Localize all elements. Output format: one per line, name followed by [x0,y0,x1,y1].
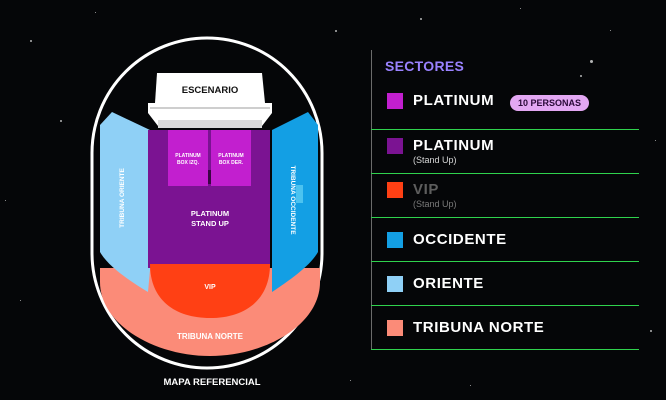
legend-item-label: ORIENTE [413,275,484,292]
legend-item-oriente[interactable]: ORIENTE [371,262,639,306]
star [590,60,593,63]
sectors-legend: SECTORES PLATINUM 10 PERSONAS PLATINUM (… [371,50,639,350]
stage-base [158,120,262,128]
tribuna-norte-label: TRIBUNA NORTE [177,332,244,341]
platinum-box-izq-label-1: PLATINUM [175,153,200,159]
star [610,30,611,31]
star [580,75,582,77]
platinum-stand-up-label-1: PLATINUM [191,209,229,218]
legend-title: SECTORES [385,58,465,74]
legend-separator [371,261,639,262]
legend-swatch [387,93,403,109]
legend-swatch [387,320,403,336]
legend-swatch [387,182,403,198]
vip-label: VIP [204,284,216,291]
platinum-box-der-label-1: PLATINUM [218,153,243,159]
sector-platinum-box-izq[interactable] [168,130,208,186]
sector-platinum-stand-up[interactable] [148,130,270,268]
legend-item-sublabel: (Stand Up) [413,155,457,165]
platinum-box-der-label-2: BOX DER. [219,160,244,166]
legend-item-tribuna-norte[interactable]: TRIBUNA NORTE [371,306,639,350]
star [60,120,62,122]
stadium-map: TRIBUNA NORTE TRIBUNA ORIENTE TRIBUNA OC… [90,36,324,388]
box-divider [208,170,211,184]
legend-item-platinum-stand-up[interactable]: PLATINUM (Stand Up) [371,130,639,174]
legend-item-occidente[interactable]: OCCIDENTE [371,218,639,262]
legend-separator [371,305,639,306]
map-caption: MAPA REFERENCIAL [163,377,260,388]
legend-divider-line [371,50,372,350]
tribuna-occidente-label: TRIBUNA OCCIDENTE [289,165,296,235]
star [650,330,652,332]
platinum-box-izq-label-2: BOX IZQ. [177,160,200,166]
sector-tribuna-occidente[interactable] [272,112,318,292]
star [335,30,337,32]
legend-item-label: PLATINUM [413,137,495,154]
platinum-stand-up-label-2: STAND UP [191,219,229,228]
legend-swatch [387,138,403,154]
star [470,385,471,386]
star [30,40,32,42]
legend-separator [371,349,639,350]
star [420,18,422,20]
capacity-badge: 10 PERSONAS [510,95,590,111]
sector-vip[interactable] [150,264,270,318]
occidente-marker [296,185,303,203]
legend-item-label: OCCIDENTE [413,231,507,248]
sector-tribuna-oriente[interactable] [100,112,150,292]
legend-item-platinum-box[interactable]: PLATINUM 10 PERSONAS [371,50,639,130]
legend-item-label: PLATINUM [413,92,495,109]
legend-separator [371,129,639,130]
stadium-outline [90,36,324,370]
star [655,140,656,141]
legend-separator [371,173,639,174]
stage-label: ESCENARIO [182,85,238,96]
star [20,300,21,301]
legend-item-label: VIP [413,181,439,198]
star [5,200,6,201]
star [95,12,96,13]
star [350,380,351,381]
legend-item-vip[interactable]: VIP (Stand Up) [371,174,639,218]
legend-swatch [387,276,403,292]
sector-platinum-box-der[interactable] [211,130,251,186]
legend-item-label: TRIBUNA NORTE [413,319,545,336]
tribuna-oriente-label: TRIBUNA ORIENTE [119,167,126,227]
stage-center[interactable] [155,73,265,103]
star [520,8,521,9]
legend-item-sublabel: (Stand Up) [413,199,457,209]
legend-swatch [387,232,403,248]
legend-separator [371,217,639,218]
